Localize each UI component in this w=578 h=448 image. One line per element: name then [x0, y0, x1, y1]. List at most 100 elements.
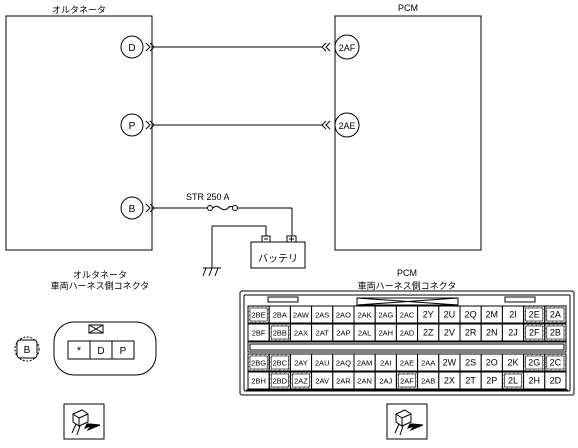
- pcm-title: PCM: [398, 3, 418, 13]
- pin-label-2r: 2R: [465, 328, 477, 338]
- alt-connector-body: * D P: [53, 321, 157, 376]
- pcm-pin-2af: 2AF: [334, 34, 360, 60]
- pcm-connector-body: [239, 290, 575, 396]
- pin-label-2u: 2U: [444, 310, 456, 320]
- pin-label-2d: 2D: [550, 376, 562, 386]
- pin-label-2al: 2AL: [358, 329, 371, 338]
- pin-label-2a: 2A: [550, 310, 561, 320]
- pin-label-2be: 2BE: [252, 311, 266, 320]
- pin-cell-inner: [546, 307, 565, 322]
- pin-label-2l: 2L: [508, 376, 518, 386]
- pin-label-2ap: 2AP: [336, 329, 350, 338]
- pin-label-2w: 2W: [443, 358, 457, 368]
- pin-label-2ax: 2AX: [294, 329, 308, 338]
- alt-connector-cell-2: D: [97, 346, 104, 357]
- pin-label-2p: 2P: [486, 376, 497, 386]
- alt-connector-cell-1: *: [77, 345, 82, 357]
- pin-label-2ay: 2AY: [294, 359, 308, 368]
- pin-label-2av: 2AV: [315, 377, 329, 386]
- pin-label-2s: 2S: [465, 358, 476, 368]
- connector-view-icon-left: [63, 403, 105, 440]
- pin-label-2z: 2Z: [423, 328, 434, 338]
- pin-label-2h: 2H: [528, 376, 540, 386]
- pin-label-2m: 2M: [486, 310, 499, 320]
- pin-label-2au: 2AU: [315, 359, 330, 368]
- pin-label-2aj: 2AJ: [379, 377, 392, 386]
- pin-label-2ae: 2AE: [400, 359, 414, 368]
- battery-label: バッテリ: [258, 254, 298, 265]
- pin-label-2j: 2J: [508, 328, 518, 338]
- pin-label-2q: 2Q: [465, 310, 477, 320]
- pin-label-2aq: 2AQ: [336, 359, 351, 368]
- pin-label-2g: 2G: [528, 358, 540, 368]
- pin-label-2aw: 2AW: [293, 311, 310, 320]
- pin-label-2af: 2AF: [400, 377, 414, 386]
- pin-cell-inner: [525, 355, 544, 370]
- fuse-symbol: [207, 205, 238, 211]
- pin-label-2bb: 2BB: [273, 329, 287, 338]
- pin-cell: [544, 371, 567, 390]
- pin-2ae-label: 2AE: [338, 121, 355, 131]
- pin-label-2ac: 2AC: [400, 311, 415, 320]
- pcm-box: [334, 15, 482, 251]
- pin-label-2f: 2F: [529, 328, 540, 338]
- wire-p: [145, 120, 331, 130]
- pin-label-2as: 2AS: [315, 311, 329, 320]
- pin-label-2ad: 2AD: [400, 329, 415, 338]
- alt-connector-b-label: B: [24, 345, 31, 356]
- pin-label-2an: 2AN: [357, 377, 372, 386]
- pin-b-label: B: [129, 204, 136, 215]
- connector-view-icon-right: [386, 403, 428, 440]
- pin-label-2ag: 2AG: [378, 311, 393, 320]
- pin-label-2ar: 2AR: [336, 377, 351, 386]
- pin-cell-inner: [504, 373, 522, 388]
- pin-cell-inner: [525, 325, 544, 340]
- pin-cell-inner: [249, 307, 268, 322]
- pin-label-2ao: 2AO: [336, 311, 351, 320]
- wire-d: [145, 42, 331, 52]
- pin-label-2ab: 2AB: [421, 377, 435, 386]
- pin-label-2bd: 2BD: [273, 377, 288, 386]
- alt-connector-cell-3: P: [120, 346, 127, 357]
- alt-connector-b-terminal: B: [14, 336, 40, 362]
- pin-cell-inner: [270, 325, 289, 340]
- alternator-pin-b: B: [120, 196, 144, 220]
- pin-label-2k: 2K: [507, 358, 518, 368]
- wire-b: [145, 203, 293, 236]
- pin-label-2e: 2E: [529, 310, 540, 320]
- alt-connector-title-line1: オルタネータ: [72, 270, 127, 280]
- pin-label-2ai: 2AI: [380, 359, 391, 368]
- pin-label-2bc: 2BC: [273, 359, 288, 368]
- pin-2af-label: 2AF: [339, 43, 356, 53]
- pin-label-2x: 2X: [444, 376, 455, 386]
- alternator-pin-d: D: [120, 35, 144, 59]
- pin-cell-inner: [398, 373, 416, 388]
- pin-label-2aa: 2AA: [421, 359, 435, 368]
- pcm-connector-title-line2: 車両ハーネス側コネクタ: [357, 281, 457, 291]
- pin-cell-inner: [270, 373, 289, 388]
- pin-label-2o: 2O: [486, 358, 498, 368]
- alt-connector-title-line2: 車両ハーネス側コネクタ: [50, 281, 150, 291]
- pin-p-label: P: [129, 121, 136, 132]
- battery-symbol: [211, 225, 306, 269]
- pin-label-2c: 2C: [550, 358, 562, 368]
- ground-icon: [202, 267, 221, 277]
- pin-label-2ba: 2BA: [273, 311, 287, 320]
- alternator-box: [5, 15, 153, 251]
- pcm-pin-2ae: 2AE: [334, 112, 360, 138]
- pin-label-2t: 2T: [465, 376, 476, 386]
- pin-cell-inner: [249, 355, 268, 370]
- pin-cell-inner: [525, 307, 544, 322]
- pin-cell-inner: [546, 325, 565, 340]
- pin-cell-inner: [292, 373, 310, 388]
- pin-label-2v: 2V: [444, 328, 455, 338]
- pin-label-2am: 2AM: [357, 359, 372, 368]
- pin-label-2y: 2Y: [423, 310, 434, 320]
- pin-label-2az: 2AZ: [294, 377, 308, 386]
- alternator-pin-p: P: [120, 113, 144, 137]
- pin-label-2n: 2N: [486, 328, 498, 338]
- pin-cell-inner: [546, 355, 565, 370]
